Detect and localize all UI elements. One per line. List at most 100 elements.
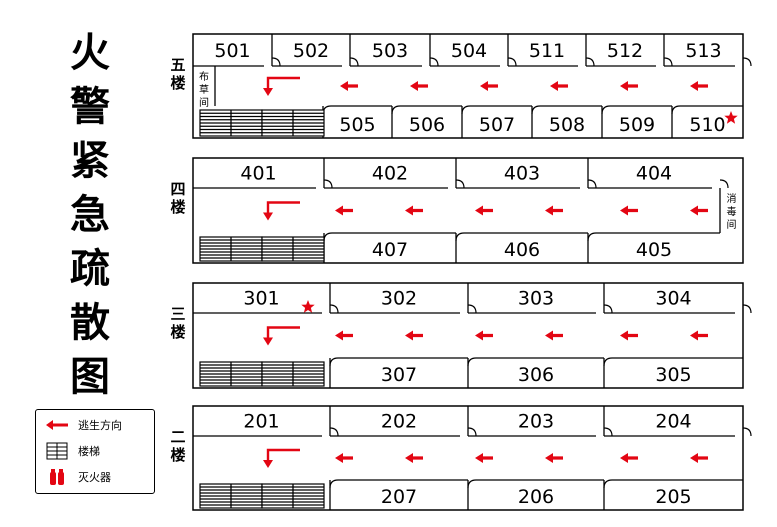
legend-item-stairs: 楼梯 [44, 442, 100, 460]
room-402: 402 [372, 163, 408, 185]
evacuation-arrow [335, 453, 353, 463]
room-512: 512 [607, 40, 643, 62]
arrow-icon [44, 416, 70, 434]
stairs-icon [261, 109, 325, 137]
room-304: 304 [655, 288, 691, 310]
evacuation-arrow [550, 81, 568, 91]
stairs-icon [199, 109, 263, 137]
room-404: 404 [636, 163, 672, 185]
stair-arrow [266, 448, 300, 462]
title-char: 疏 [70, 245, 110, 292]
room-306: 306 [518, 364, 554, 386]
room-302: 302 [381, 288, 417, 310]
evacuation-arrow [480, 81, 498, 91]
evacuation-arrow [690, 205, 708, 216]
evacuation-arrow [690, 330, 708, 341]
title-char: 图 [70, 353, 110, 400]
floor-3: 301 302 303 304 307 306 305 [192, 282, 752, 389]
floor-4: 401 402 403 404 407 406 405 消毒间 [192, 157, 744, 264]
stair-arrow [266, 326, 300, 340]
evacuation-arrow [410, 81, 428, 91]
evacuation-arrow [690, 453, 708, 463]
evacuation-arrow [620, 205, 638, 216]
title-char: 散 [70, 299, 110, 346]
room-502: 502 [293, 40, 329, 62]
title-char: 警 [70, 83, 110, 130]
evacuation-arrow [475, 330, 493, 341]
evacuation-arrow [340, 81, 358, 91]
room-305: 305 [655, 364, 691, 386]
room-207: 207 [381, 486, 417, 508]
room-504: 504 [451, 40, 487, 62]
legend-label: 逃生方向 [78, 419, 122, 432]
evacuation-arrow [335, 205, 353, 216]
room-205: 205 [655, 486, 691, 508]
room-511: 511 [529, 40, 565, 62]
extinguisher-icon [44, 468, 70, 486]
floor-label-4: 四楼 [170, 180, 186, 216]
room-509: 509 [619, 114, 655, 136]
stairs-icon [261, 236, 325, 262]
room-406: 406 [504, 239, 540, 261]
evacuation-arrow [475, 205, 493, 216]
evacuation-arrow [475, 453, 493, 463]
evacuation-arrow [690, 81, 708, 91]
room-513: 513 [685, 40, 721, 62]
floor-outline [192, 157, 744, 264]
stairs-icon [44, 442, 70, 460]
evacuation-arrow [620, 453, 638, 463]
room-203: 203 [518, 411, 554, 433]
stairs-icon [199, 361, 263, 387]
stairs-icon [261, 361, 325, 387]
room-407: 407 [372, 239, 408, 261]
room-202: 202 [381, 411, 417, 433]
stair-arrow [266, 76, 300, 90]
room-403: 403 [504, 163, 540, 185]
evacuation-arrow [620, 81, 638, 91]
evacuation-arrow [545, 205, 563, 216]
floor-5: 501 502 503 504 511 512 513 505 506 507 508 509 510 布… [192, 33, 752, 139]
room-301: 301 [243, 288, 279, 310]
title-char: 紧 [70, 137, 110, 184]
legend-item-extinguisher: 灭火器 [44, 468, 111, 486]
evacuation-arrow [405, 453, 423, 463]
diagram-title: 火警紧急疏散图 [60, 26, 120, 404]
floor-label-2: 二楼 [170, 428, 186, 464]
evacuation-arrow [405, 205, 423, 216]
side-room-4: 消毒间 [727, 192, 737, 231]
legend: 逃生方向 楼梯 灭火器 [35, 409, 155, 494]
title-char: 火 [70, 29, 110, 76]
room-508: 508 [549, 114, 585, 136]
room-405: 405 [636, 239, 672, 261]
room-507: 507 [479, 114, 515, 136]
room-401: 401 [240, 163, 276, 185]
extinguisher-star [301, 300, 315, 313]
legend-label: 楼梯 [78, 445, 100, 458]
evacuation-arrow [620, 330, 638, 341]
room-307: 307 [381, 364, 417, 386]
evacuation-arrow [545, 453, 563, 463]
stair-arrow [266, 201, 300, 215]
room-510: 510 [689, 114, 725, 136]
room-503: 503 [372, 40, 408, 62]
room-506: 506 [409, 114, 445, 136]
side-room-5: 布草间 [199, 71, 209, 109]
evacuation-arrow [335, 330, 353, 341]
floor-label-3: 三楼 [170, 305, 186, 341]
evacuation-arrow [545, 330, 563, 341]
room-505: 505 [339, 114, 375, 136]
evacuation-arrow [405, 330, 423, 341]
title-char: 急 [70, 191, 110, 238]
stairs-icon [199, 236, 263, 262]
stairs-icon [261, 483, 325, 509]
extinguisher-star [724, 111, 738, 124]
room-303: 303 [518, 288, 554, 310]
room-206: 206 [518, 486, 554, 508]
room-201: 201 [243, 411, 279, 433]
room-501: 501 [214, 40, 250, 62]
legend-item-direction: 逃生方向 [44, 416, 122, 434]
legend-label: 灭火器 [78, 471, 111, 484]
stairs-icon [199, 483, 263, 509]
